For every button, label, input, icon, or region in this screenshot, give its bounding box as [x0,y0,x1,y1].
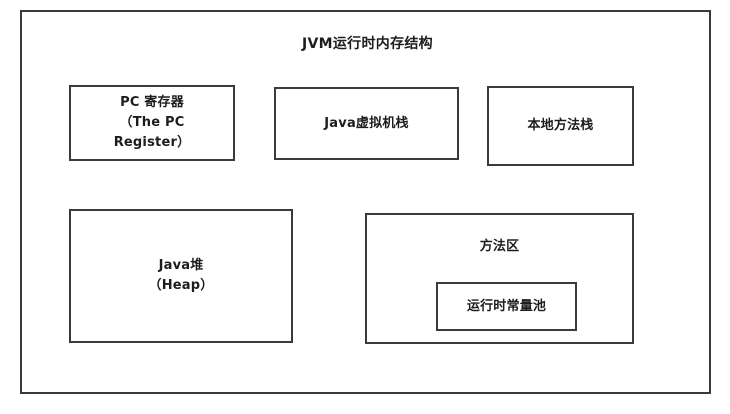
box-pc-register-label: PC 寄存器 （The PC Register） [113,95,191,150]
box-method-area: 方法区 运行时常量池 [365,213,634,344]
box-jvm-stack-label: Java虚拟机栈 [324,115,409,131]
box-runtime-constant-pool-label: 运行时常量池 [466,298,547,314]
box-java-heap: Java堆 （Heap） [69,209,293,343]
box-jvm-stack: Java虚拟机栈 [274,87,459,160]
diagram-title: JVM运行时内存结构 [302,36,433,52]
jvm-runtime-memory-frame: JVM运行时内存结构 PC 寄存器 （The PC Register） Java… [20,10,711,394]
box-native-method-stack: 本地方法栈 [487,86,634,166]
box-pc-register: PC 寄存器 （The PC Register） [69,85,235,161]
box-method-area-label: 方法区 [479,239,520,254]
box-native-method-stack-label: 本地方法栈 [527,118,594,133]
box-runtime-constant-pool: 运行时常量池 [436,282,577,331]
box-method-area-title-wrap: 方法区 [367,235,632,256]
box-java-heap-label: Java堆 （Heap） [148,258,214,293]
